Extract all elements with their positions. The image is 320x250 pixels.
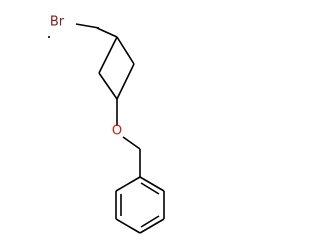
bond-ch2-br <box>75 23 100 29</box>
benzene-inner-bond-1 <box>140 182 160 195</box>
ring-bond-c3-c4 <box>98 72 118 100</box>
bond-methylene-ring <box>96 27 118 38</box>
benzene-bond-1 <box>139 176 165 192</box>
ring-bond-c4-c1 <box>98 36 118 74</box>
ring-bond-c2-c3 <box>116 63 135 100</box>
benzene-bond-3 <box>139 218 165 234</box>
benzene-ring <box>115 176 165 234</box>
ring-bond-c1-c2 <box>116 36 135 65</box>
benzene-inner-bond-2 <box>140 215 160 228</box>
oxygen-label: O <box>112 124 122 139</box>
benzene-bond-4 <box>115 218 141 234</box>
benzene-bond-6 <box>115 176 141 192</box>
structure-diagram: Br O <box>48 15 165 234</box>
bonds <box>75 23 141 177</box>
bromine-label: Br <box>50 15 65 30</box>
bond-oxygen-benzyl-ch2 <box>122 136 141 150</box>
